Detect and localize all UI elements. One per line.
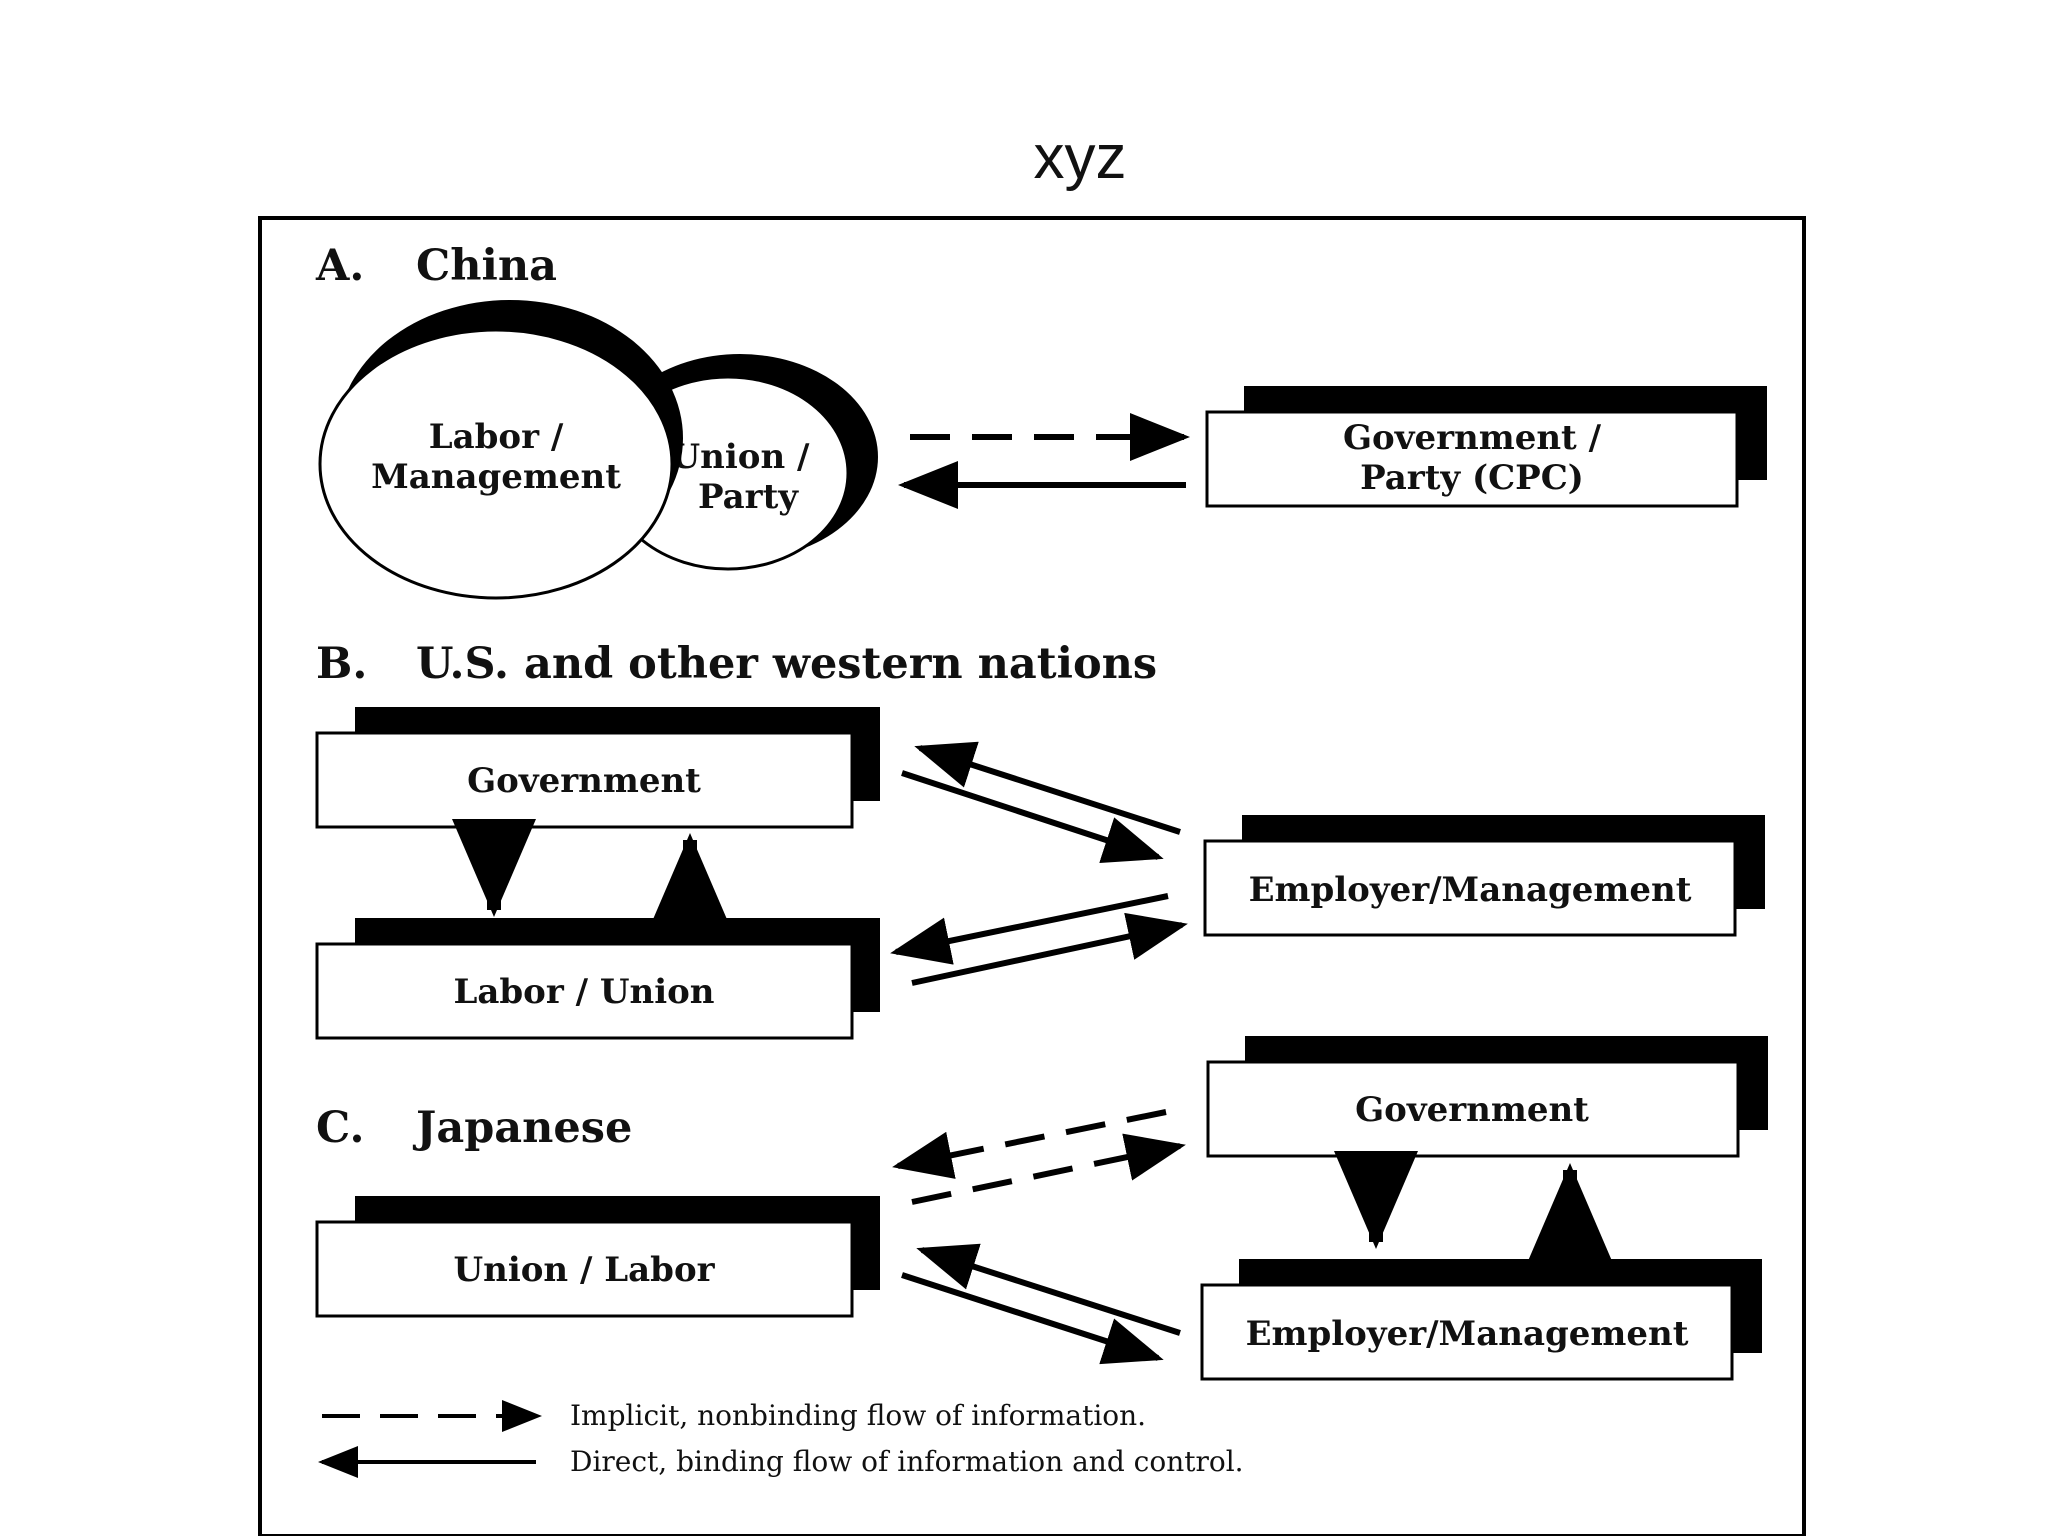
circle-labor-management: Labor / Management [318,300,683,600]
svg-text:Government /: Government / [1343,418,1602,458]
box-c-employer-management: Employer/Management [1200,1259,1762,1381]
section-a-letter: A. [315,241,364,291]
section-a-heading: China [416,241,557,291]
svg-text:Party: Party [698,477,799,517]
svg-text:Union /: Union / [671,437,811,477]
section-c-letter: C. [316,1103,364,1153]
legend-solid-text: Direct, binding flow of information and … [570,1445,1244,1478]
box-c-government: Government [1206,1036,1768,1158]
box-b-employer-management: Employer/Management [1203,815,1765,937]
svg-text:Employer/Management: Employer/Management [1249,870,1692,910]
box-b-labor-union: Labor / Union [315,918,880,1040]
svg-text:Labor /: Labor / [429,417,564,457]
diagram-frame [258,216,1806,1536]
c-arrow-dashed-union-to-gov [911,1133,1186,1205]
svg-text:Employer/Management: Employer/Management [1246,1314,1689,1354]
svg-text:Management: Management [371,457,621,497]
svg-text:Union / Labor: Union / Labor [453,1250,715,1290]
section-b-letter: B. [316,639,367,689]
svg-text:Government: Government [1355,1090,1589,1130]
b-arrow-emp-to-labor [890,893,1169,965]
box-a-government-party: Government / Party (CPC) [1205,386,1767,508]
b-arrow-labor-to-emp [911,912,1188,986]
box-c-union-labor: Union / Labor [315,1196,880,1318]
svg-text:Government: Government [467,761,701,801]
svg-text:Labor / Union: Labor / Union [453,972,714,1012]
b-arrow-gov-to-emp [901,770,1164,863]
c-arrow-dashed-gov-to-union [892,1109,1167,1179]
section-c-heading: Japanese [412,1103,632,1153]
slide-title: xyz [1033,123,1127,192]
legend-dashed-text: Implicit, nonbinding flow of information… [570,1399,1146,1432]
section-b-heading: U.S. and other western nations [416,639,1157,689]
c-arrow-union-to-emp [901,1272,1164,1365]
box-b-government: Government [315,707,880,829]
svg-text:Party (CPC): Party (CPC) [1360,458,1584,498]
